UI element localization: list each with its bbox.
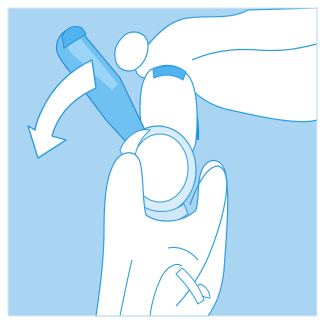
cap-removal-illustration	[0, 0, 325, 324]
illustration-canvas	[0, 0, 325, 324]
